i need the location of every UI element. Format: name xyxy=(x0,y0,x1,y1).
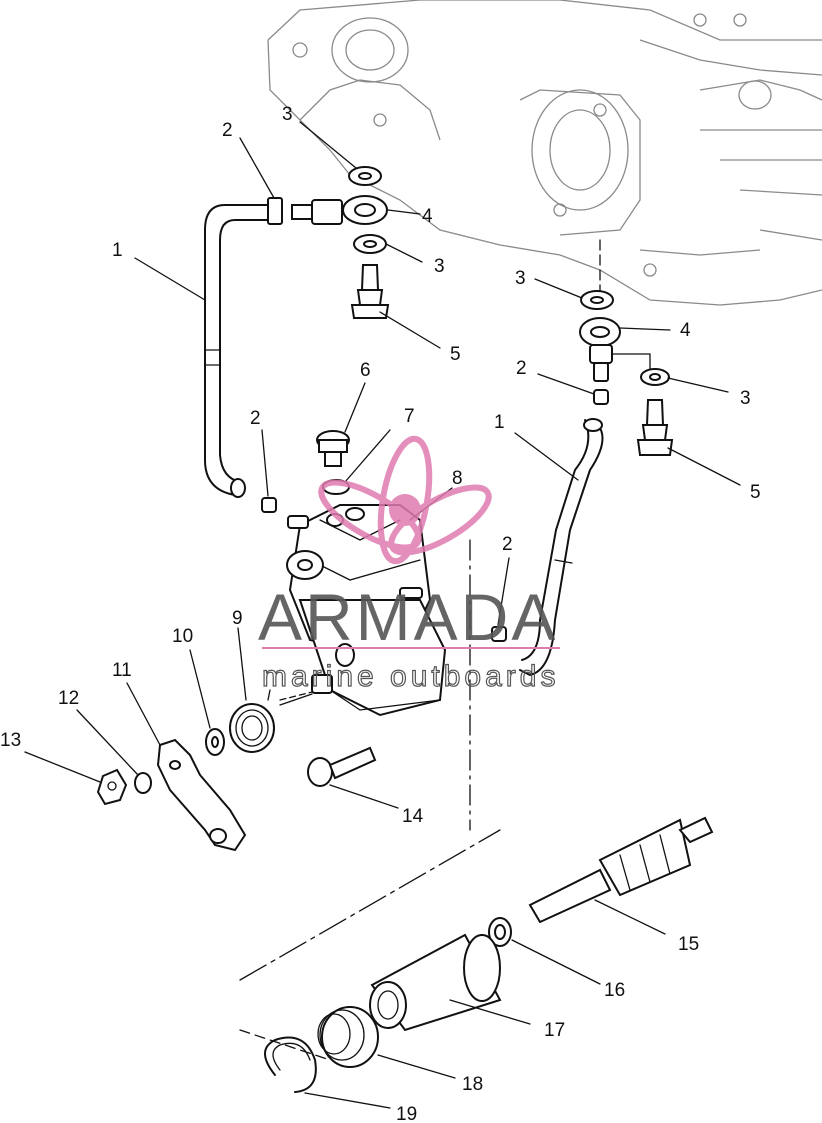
right-oil-hose xyxy=(519,418,604,676)
banjo-fitting-right xyxy=(579,317,651,382)
leader-lines xyxy=(24,121,741,1109)
bleed-screw xyxy=(316,430,350,495)
callout-8: 8 xyxy=(452,468,463,489)
callout-1-right: 1 xyxy=(494,412,505,433)
banjo-fitting-left xyxy=(291,195,388,225)
callout-1-left: 1 xyxy=(112,240,123,261)
propeller-logo-icon xyxy=(318,435,492,565)
callout-3-top: 3 xyxy=(282,104,293,125)
mounting-screw xyxy=(307,746,377,787)
snap-ring xyxy=(264,1036,317,1093)
watermark-tagline: marine outboards xyxy=(262,660,559,693)
bushing xyxy=(369,933,502,1032)
callout-4-left: 4 xyxy=(422,206,433,227)
drive-gear-shaft xyxy=(528,816,714,924)
oil-seal xyxy=(317,1006,379,1068)
thrust-washer xyxy=(488,917,512,947)
callout-16: 16 xyxy=(604,980,625,1001)
callout-labels: 1 2 3 4 3 5 3 4 2 3 5 6 7 2 8 1 2 9 10 1… xyxy=(0,104,761,1123)
oil-pump-body xyxy=(286,504,447,717)
callout-5-right: 5 xyxy=(750,482,761,503)
callout-6: 6 xyxy=(360,360,371,381)
callout-2-mid: 2 xyxy=(250,408,261,429)
callout-2-lower: 2 xyxy=(502,534,513,555)
engine-block xyxy=(267,0,822,306)
armada-watermark: ARMADA marine outboards xyxy=(258,435,560,694)
assembly-axis-lines xyxy=(239,239,601,1061)
callout-9: 9 xyxy=(232,608,243,629)
banjo-bolts xyxy=(350,264,674,456)
callout-7: 7 xyxy=(404,406,415,427)
sealing-washers xyxy=(348,166,670,386)
callout-4-right: 4 xyxy=(680,320,691,341)
callout-10: 10 xyxy=(172,626,193,647)
return-spring xyxy=(229,689,275,753)
callout-3-right: 3 xyxy=(515,268,526,289)
callout-11: 11 xyxy=(112,660,132,681)
callout-3-far-right: 3 xyxy=(740,388,751,409)
hose-clamps xyxy=(261,197,609,642)
callout-19: 19 xyxy=(396,1104,417,1123)
callout-15: 15 xyxy=(678,934,699,955)
control-lever-assembly xyxy=(96,728,247,852)
callout-13: 13 xyxy=(0,730,21,751)
callout-5-left: 5 xyxy=(450,344,461,365)
callout-2-right: 2 xyxy=(516,358,527,379)
left-oil-hose xyxy=(204,204,269,498)
watermark-brand: ARMADA xyxy=(258,580,558,654)
callout-12: 12 xyxy=(58,688,79,709)
callout-18: 18 xyxy=(462,1074,483,1095)
callout-14: 14 xyxy=(402,806,424,827)
pump-shaft xyxy=(279,674,333,706)
callout-3-mid: 3 xyxy=(434,256,445,277)
callout-17: 17 xyxy=(544,1020,565,1041)
callout-2-top: 2 xyxy=(222,120,233,141)
